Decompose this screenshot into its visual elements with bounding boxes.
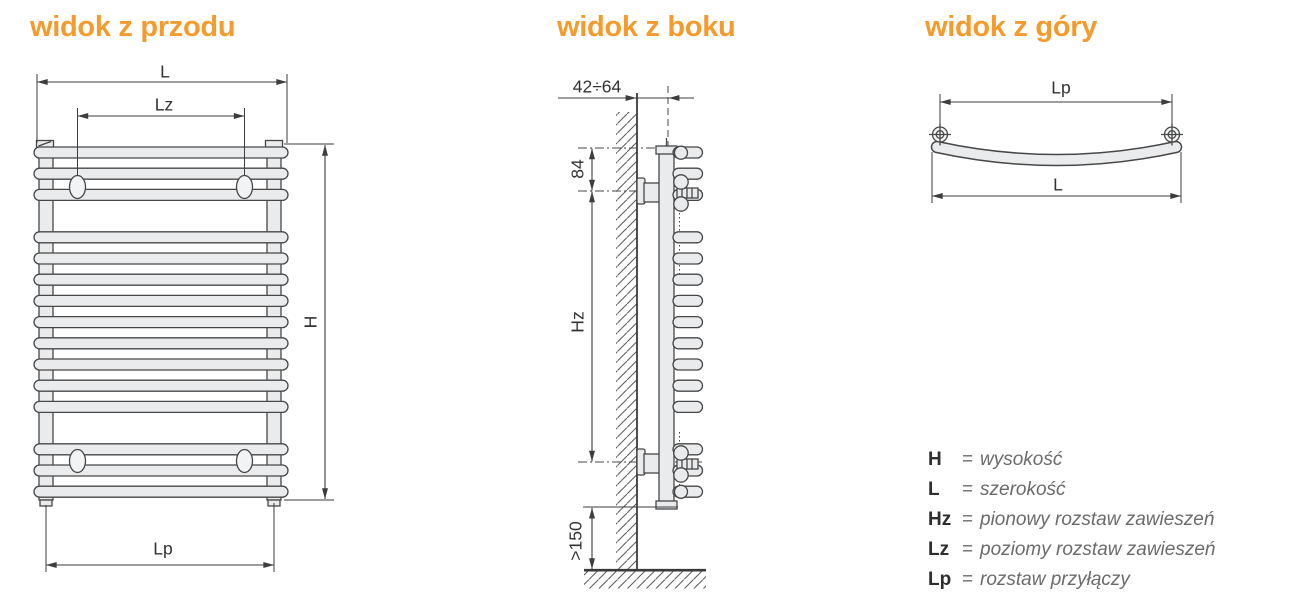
front-view-dimensions bbox=[36, 74, 334, 572]
legend-meaning: rozstaw przyłączy bbox=[980, 569, 1130, 590]
valve-assembly-top bbox=[673, 174, 699, 212]
dim-label-width-front: L bbox=[160, 61, 170, 82]
connection-fitting-left bbox=[929, 123, 951, 146]
dim-label-lz: Lz bbox=[154, 94, 174, 115]
dim-label-hz: Hz bbox=[567, 311, 588, 333]
air-vent-slot bbox=[38, 140, 52, 147]
legend-row-l: L=szerokość bbox=[928, 479, 1066, 500]
connection-fitting-right bbox=[1161, 123, 1183, 146]
dim-label-width-top: L bbox=[1053, 174, 1063, 195]
legend-row-lp: Lp=rozstaw przyłączy bbox=[928, 569, 1130, 590]
legend-meaning: pionowy rozstaw zawieszeń bbox=[980, 509, 1215, 530]
top-view-radiator bbox=[929, 123, 1183, 167]
dim-label-wall-distance: 42÷64 bbox=[572, 76, 622, 97]
dim-label-lp-top: Lp bbox=[1051, 77, 1071, 98]
connection-top bbox=[673, 145, 689, 160]
side-view-wall-floor bbox=[584, 93, 706, 589]
legend-symbol: Lp bbox=[928, 569, 952, 590]
dim-label-lp-front: Lp bbox=[153, 538, 173, 559]
legend-row-h: H=wysokość bbox=[928, 449, 1063, 470]
front-view-radiator bbox=[33, 139, 289, 507]
legend-symbol: Hz bbox=[928, 509, 952, 530]
top-view-title: widok z góry bbox=[925, 11, 1098, 43]
legend-row-lz: Lz=poziomy rozstaw zawieszeń bbox=[928, 539, 1216, 560]
legend-meaning: szerokość bbox=[980, 479, 1066, 500]
legend-symbol: H bbox=[928, 449, 942, 470]
dim-label-floor-clearance: >150 bbox=[565, 521, 586, 561]
hanger-bottom-right bbox=[235, 448, 254, 474]
hanger-top-right bbox=[235, 174, 254, 200]
wall-hatch bbox=[616, 112, 637, 570]
legend-row-hz: Hz=pionowy rozstaw zawieszeń bbox=[928, 509, 1215, 530]
curved-tube-top bbox=[932, 142, 1181, 165]
hanger-top-left bbox=[68, 174, 87, 200]
legend: H=wysokość L=szerokość Hz=pionowy rozsta… bbox=[928, 449, 1215, 599]
wall-bracket-bottom-arm bbox=[643, 453, 661, 474]
valve-assembly-bottom bbox=[673, 445, 699, 483]
dim-label-84: 84 bbox=[567, 159, 588, 179]
side-view-radiator bbox=[636, 138, 704, 510]
front-view-title: widok z przodu bbox=[30, 11, 236, 43]
legend-symbol: Lz bbox=[928, 539, 950, 560]
legend-meaning: poziomy rozstaw zawieszeń bbox=[980, 539, 1216, 560]
legend-meaning: wysokość bbox=[980, 449, 1063, 470]
legend-symbol: L bbox=[928, 479, 940, 500]
floor-hatch bbox=[584, 571, 706, 589]
hanger-bottom-left bbox=[68, 448, 87, 474]
top-view-dimensions bbox=[931, 94, 1182, 203]
side-view-title: widok z boku bbox=[557, 11, 736, 43]
connection-bottom bbox=[673, 484, 689, 499]
side-view-dimensions bbox=[558, 95, 694, 569]
wall-bracket-top-arm bbox=[643, 182, 661, 203]
dim-label-height: H bbox=[300, 315, 321, 329]
